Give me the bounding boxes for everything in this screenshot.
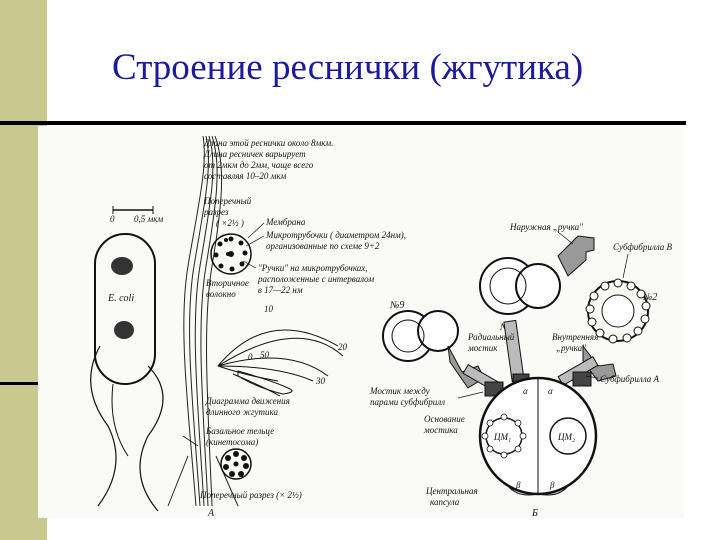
cm1-label: ЦМ₁ bbox=[493, 432, 511, 442]
panel-a-letter: А bbox=[207, 508, 215, 518]
outer-handle-label: Наружная „ручка" bbox=[509, 222, 583, 232]
scale-zero: 0 bbox=[110, 214, 115, 224]
basal-body-label: Базальное тельце (кинетосома) bbox=[205, 426, 274, 447]
svg-text:50: 50 bbox=[260, 350, 270, 360]
slide-title: Строение реснички (жгутика) bbox=[112, 46, 583, 89]
svg-text:10: 10 bbox=[264, 304, 274, 314]
ecoli-cell: E. coli bbox=[91, 234, 163, 511]
svg-text:разрез: разрез bbox=[203, 207, 229, 217]
svg-text:Микротрубочки ( диаметром 24нм: Микротрубочки ( диаметром 24нм), bbox=[265, 230, 406, 240]
bottom-cross-label: Поперечный разрез (× 2½) bbox=[199, 490, 302, 500]
svg-text:от 2мкм до 2мм, чаще всего: от 2мкм до 2мм, чаще всего bbox=[204, 160, 314, 170]
svg-text:длинного жгутика: длинного жгутика bbox=[206, 407, 279, 417]
scale-bar: 0 0,5 мкм bbox=[110, 206, 163, 224]
doublet-2-label: №2 bbox=[642, 292, 657, 303]
central-capsule-label: Центральная капсула bbox=[425, 486, 478, 507]
doublet-9 bbox=[383, 311, 458, 361]
cross-section-label: Поперечный разрез ( ×2½ ) bbox=[203, 196, 252, 228]
svg-text:волокно: волокно bbox=[206, 289, 236, 299]
svg-text:Поперечный: Поперечный bbox=[203, 196, 252, 206]
alpha-right: α bbox=[548, 386, 553, 396]
bridge-between-label: Мостик между парами субфибрилл bbox=[369, 386, 445, 407]
svg-text:Основание: Основание bbox=[424, 414, 465, 424]
svg-text:в 17—22 нм: в 17—22 нм bbox=[258, 285, 303, 295]
beta-right: β bbox=[549, 480, 555, 490]
cilium-structure-figure: E. coli 0 0,5 мкм Длина этой реснички ок… bbox=[38, 126, 684, 518]
motion-numbers: 10 20 30 50 0 bbox=[248, 304, 348, 386]
membrane-label: Мембрана bbox=[265, 217, 306, 227]
panel-b-letter: Б bbox=[531, 508, 538, 518]
alpha-left: α bbox=[523, 386, 528, 396]
cm2-label: ЦМ₂ bbox=[557, 432, 575, 442]
microtubules-label: Микротрубочки ( диаметром 24нм), организ… bbox=[265, 230, 406, 251]
leader-lines-a bbox=[243, 223, 264, 268]
svg-text:Внутренняя: Внутренняя bbox=[552, 332, 598, 342]
title-divider-line bbox=[0, 121, 686, 125]
svg-text:Центральная: Центральная bbox=[425, 486, 478, 496]
basal-body-cross-section bbox=[221, 449, 251, 479]
long-cilium bbox=[168, 136, 238, 506]
motion-caption: Диаграмма движения длинного жгутика bbox=[205, 396, 290, 417]
left-divider-line bbox=[0, 382, 38, 385]
handles-label: "Ручки" на микротрубочках, расположенные… bbox=[257, 263, 374, 295]
svg-text:мостика: мостика bbox=[423, 425, 458, 435]
doublet-9-label: №9 bbox=[389, 300, 404, 311]
svg-text:( ×2½ ): ( ×2½ ) bbox=[216, 218, 244, 228]
bridge-base-label: Основание мостика bbox=[423, 414, 465, 435]
svg-text:Длина ресничек варьирует: Длина ресничек варьирует bbox=[203, 149, 306, 159]
ecoli-label: E. coli bbox=[107, 293, 134, 304]
small-cross-section bbox=[211, 234, 251, 274]
inner-handle-label: Внутренняя „ручка" bbox=[552, 332, 598, 353]
svg-text:Мембрана: Мембрана bbox=[265, 217, 306, 227]
svg-text:„ручка": „ручка" bbox=[556, 343, 586, 353]
scale-unit: 0,5 мкм bbox=[134, 214, 163, 224]
svg-text:20: 20 bbox=[338, 342, 348, 352]
beta-left: β bbox=[515, 480, 521, 490]
subfibril-a-label: Субфибрилла А bbox=[600, 374, 660, 384]
doublet-1 bbox=[480, 258, 560, 314]
secondary-fiber-label: Вторичное волокно bbox=[206, 278, 249, 299]
svg-text:мостик: мостик bbox=[467, 343, 498, 353]
motion-diagram bbox=[218, 330, 343, 396]
svg-text:Длина этой реснички около 8мкм: Длина этой реснички около 8мкм. bbox=[203, 138, 333, 148]
svg-text:расположенные с интервалом: расположенные с интервалом bbox=[257, 274, 374, 284]
svg-text:"Ручки" на микротрубочках,: "Ручки" на микротрубочках, bbox=[258, 263, 368, 273]
subfibril-b-label: Субфибрилла В bbox=[613, 242, 673, 252]
svg-text:Вторичное: Вторичное bbox=[206, 278, 249, 288]
svg-text:Мостик между: Мостик между bbox=[369, 386, 430, 396]
svg-text:составляя 10–20 мкм: составляя 10–20 мкм bbox=[204, 171, 287, 181]
svg-text:парами субфибрилл: парами субфибрилл bbox=[370, 397, 445, 407]
svg-text:организованные по схеме 9+2: организованные по схеме 9+2 bbox=[266, 241, 380, 251]
svg-text:30: 30 bbox=[315, 376, 326, 386]
svg-text:Поперечный разрез (× 2½): Поперечный разрез (× 2½) bbox=[199, 490, 302, 500]
svg-text:(кинетосома): (кинетосома) bbox=[206, 437, 258, 447]
svg-text:капсула: капсула bbox=[430, 497, 460, 507]
length-note: Длина этой реснички около 8мкм. Длина ре… bbox=[203, 138, 333, 181]
svg-text:0: 0 bbox=[248, 352, 253, 362]
svg-text:Радиальный: Радиальный bbox=[467, 332, 515, 342]
svg-text:Базальное тельце: Базальное тельце bbox=[205, 426, 274, 436]
svg-text:Диаграмма движения: Диаграмма движения bbox=[205, 396, 290, 406]
